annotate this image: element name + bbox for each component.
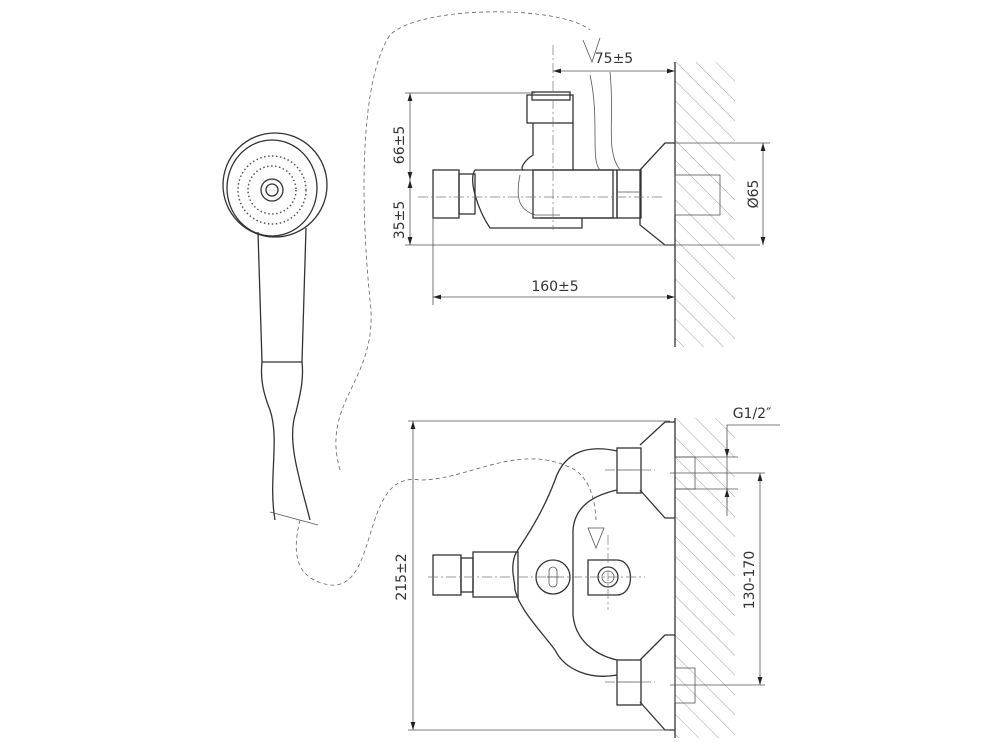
dim-upper-height: 66±5 <box>392 126 408 164</box>
dim-thread: G1/2″ <box>733 406 772 422</box>
side-view <box>405 45 770 347</box>
hand-shower <box>222 132 328 526</box>
dim-outlet-offset: 75±5 <box>595 51 633 67</box>
dim-flange-diameter: Ø65 <box>746 180 762 209</box>
front-view <box>408 418 780 738</box>
dim-lower-height: 35±5 <box>392 201 408 239</box>
hose-route-front <box>296 458 597 586</box>
dim-total-height: 215±2 <box>394 553 410 600</box>
dim-total-depth: 160±5 <box>531 279 578 295</box>
dim-inlet-spacing: 130-170 <box>742 551 758 610</box>
hose-route-side <box>335 11 591 471</box>
